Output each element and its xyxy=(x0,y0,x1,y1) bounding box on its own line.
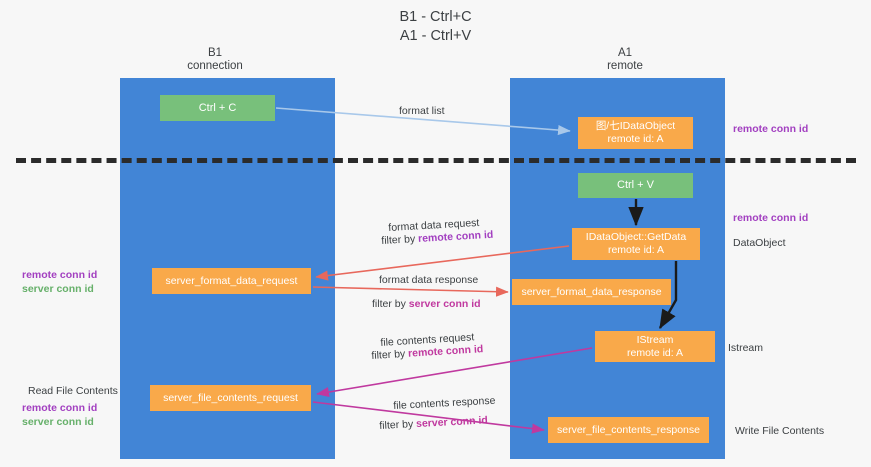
annotation-remote-conn-id-mid: remote conn id xyxy=(733,212,809,224)
node-idataobject-getdata[interactable]: IDataObject::GetData remote id: A xyxy=(572,228,700,260)
annotation-server-conn-id-left-bottom: server conn id xyxy=(22,416,94,428)
filter-value-server-conn-id: server conn id xyxy=(408,298,481,310)
edge-label-format-data-response-filter: filter by server conn id xyxy=(372,297,481,311)
column-header-a1: A1 remote xyxy=(607,47,643,72)
filter-prefix: filter by xyxy=(379,418,417,432)
edge-format-list xyxy=(275,107,571,136)
node-server-file-contents-request[interactable]: server_file_contents_request xyxy=(150,385,311,411)
edge-format-data-request xyxy=(315,245,570,281)
node-ctrl-c[interactable]: Ctrl + C xyxy=(160,95,275,121)
filter-value-server-conn-id: server conn id xyxy=(415,414,489,431)
node-idataobject[interactable]: 图/七IDataObject remote id: A xyxy=(578,117,693,149)
filter-prefix: filter by xyxy=(372,298,409,310)
annotation-remote-conn-id-left-mid: remote conn id xyxy=(22,269,98,281)
edge-label-format-data-response: format data response xyxy=(379,274,479,286)
node-istream[interactable]: IStream remote id: A xyxy=(595,331,715,362)
edge-format-data-response xyxy=(312,286,509,297)
page-title: B1 - Ctrl+C A1 - Ctrl+V xyxy=(399,9,472,44)
edge-label-format-list: format list xyxy=(399,105,445,117)
node-server-format-data-request[interactable]: server_format_data_request xyxy=(152,268,311,294)
phase-divider xyxy=(16,158,856,163)
annotation-dataobject: DataObject xyxy=(733,237,786,249)
edge-file-contents-request xyxy=(316,347,593,398)
node-ctrl-v[interactable]: Ctrl + V xyxy=(578,173,693,198)
filter-prefix: filter by xyxy=(371,347,409,362)
filter-prefix: filter by xyxy=(381,232,419,247)
annotation-conn-id-pair-mid: remote conn id server conn id xyxy=(22,268,97,296)
edge-getdata-istream xyxy=(658,261,678,330)
annotation-remote-conn-id-top: remote conn id xyxy=(733,123,809,135)
node-server-format-data-response[interactable]: server_format_data_response xyxy=(512,279,671,305)
annotation-read-file-contents: Read File Contents xyxy=(28,385,118,397)
annotation-istream: Istream xyxy=(728,342,764,354)
edge-file-contents-response xyxy=(312,401,545,434)
column-header-b1: B1 connection xyxy=(187,47,243,72)
annotation-remote-conn-id-left-bottom: remote conn id xyxy=(22,402,98,414)
annotation-server-conn-id-left-mid: server conn id xyxy=(22,283,94,295)
annotation-conn-id-pair-bottom: remote conn id server conn id xyxy=(22,401,97,429)
annotation-write-file-contents: Write File Contents xyxy=(735,425,825,437)
node-server-file-contents-response[interactable]: server_file_contents_response xyxy=(548,417,709,443)
